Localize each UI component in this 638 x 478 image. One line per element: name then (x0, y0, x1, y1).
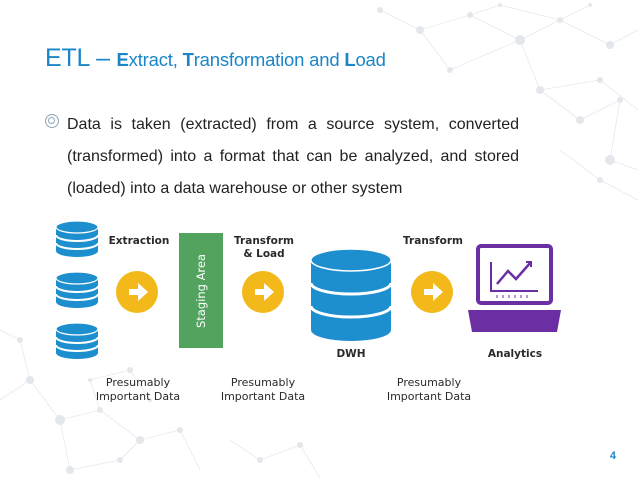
arrow-right-icon-1 (116, 271, 158, 313)
source-database-icon-3 (55, 322, 99, 360)
arrow-right-icon-3 (411, 271, 453, 313)
arrow-right-icon-2 (242, 271, 284, 313)
title-expansion: Extract, Transformation and Load (116, 49, 386, 70)
staging-area-label: Staging Area (194, 253, 208, 328)
bullet-text: Data is taken (extracted) from a source … (67, 116, 519, 197)
page-number: 4 (609, 450, 616, 462)
dwh-database-icon (309, 248, 393, 341)
laptop-chart-icon (468, 244, 561, 332)
source-database-icon-1 (55, 220, 99, 258)
analytics-label: Analytics (487, 348, 543, 360)
title-acronym: ETL – (45, 44, 110, 72)
presumably-important-data-label-2: Presumably Important Data (220, 376, 306, 403)
extraction-label: Extraction (108, 235, 170, 247)
transform-label: Transform (403, 235, 463, 247)
staging-area-box: Staging Area (179, 233, 223, 348)
bullet-icon (45, 114, 59, 128)
slide-title: ETL – Extract, Transformation and Load (45, 44, 386, 73)
dwh-label: DWH (336, 348, 366, 360)
transform-load-label: Transform & Load (234, 235, 294, 260)
source-database-icon-2 (55, 271, 99, 309)
presumably-important-data-label-3: Presumably Important Data (386, 376, 472, 403)
presumably-important-data-label-1: Presumably Important Data (95, 376, 181, 403)
